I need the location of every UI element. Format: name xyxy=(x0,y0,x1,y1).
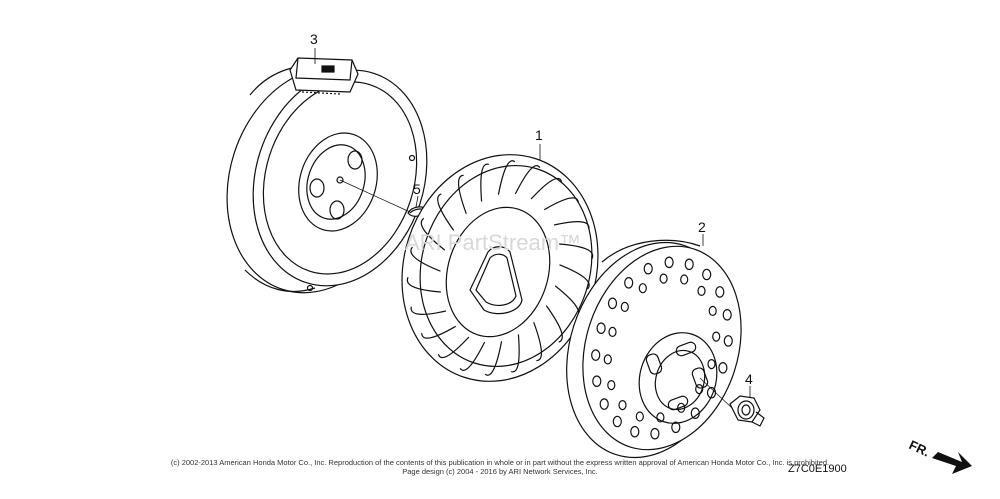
pulley-hole xyxy=(684,258,694,271)
cooling-fan[interactable] xyxy=(373,129,627,407)
fan-blade xyxy=(480,163,489,202)
copyright-notice: (c) 2002-2013 American Honda Motor Co., … xyxy=(170,458,830,467)
fan-blade xyxy=(437,193,455,231)
fan-blade xyxy=(421,325,457,339)
diagram-code: Z7C0E1900 xyxy=(788,463,847,475)
key-alignment-line xyxy=(339,179,411,213)
pulley-hole xyxy=(635,411,644,422)
fan-blade xyxy=(514,165,541,195)
pulley-hole xyxy=(624,276,634,289)
fan-blade xyxy=(559,264,590,290)
callout-1: 1 xyxy=(535,127,543,143)
pulley-hole xyxy=(607,380,616,391)
fan-blade xyxy=(437,336,470,359)
callout-5: 5 xyxy=(413,181,421,197)
pulley-hole xyxy=(718,361,728,374)
page-design-notice: Page design (c) 2004 - 2016 by ARI Netwo… xyxy=(402,467,598,476)
pulley-hole xyxy=(592,375,602,387)
pulley-hole xyxy=(596,322,606,334)
fan-blade xyxy=(406,276,441,293)
fan-blade xyxy=(410,306,447,315)
fan-blade xyxy=(543,197,579,211)
pulley-hole xyxy=(723,335,733,347)
pulley-hole xyxy=(659,273,668,284)
fan-blade xyxy=(530,177,563,200)
pulley-hole xyxy=(638,283,647,294)
pulley-hole xyxy=(620,301,629,312)
fan-blade xyxy=(497,160,516,195)
pulley-hole xyxy=(677,402,686,413)
direction-label: FR. xyxy=(907,437,932,459)
nut[interactable] xyxy=(729,395,765,427)
fan-blade xyxy=(511,334,520,373)
pulley-hole xyxy=(690,407,700,419)
nut-alignment-line xyxy=(699,377,733,409)
pulley-hole xyxy=(603,354,612,365)
fan-blades xyxy=(406,160,594,376)
starter-pulley[interactable] xyxy=(540,221,766,480)
pulley-hole xyxy=(680,274,689,285)
pulley-hole xyxy=(722,308,732,321)
pulley-hole xyxy=(599,398,609,410)
callout-4: 4 xyxy=(745,371,753,387)
fan-blade xyxy=(410,246,441,272)
fan-blade xyxy=(484,341,503,376)
pulley-hole xyxy=(630,425,640,438)
pulley-hole xyxy=(612,415,622,428)
pulley-hole xyxy=(618,400,627,411)
fan-blade xyxy=(553,221,590,230)
pulley-hole xyxy=(695,384,704,395)
pulley-hole xyxy=(664,256,674,269)
fan-blade xyxy=(559,243,594,260)
fan-blade xyxy=(420,217,446,251)
fan-blade xyxy=(545,305,563,343)
pulley-hole xyxy=(608,326,617,337)
pulley-hole xyxy=(707,359,716,370)
leader-line-5 xyxy=(415,195,419,208)
pulley-hole xyxy=(708,305,717,316)
pulley-hole xyxy=(702,268,712,281)
callout-3: 3 xyxy=(310,31,318,47)
pulley-hole xyxy=(591,349,601,361)
flywheel[interactable] xyxy=(199,43,454,316)
pulley-hole xyxy=(712,331,721,342)
pulley-hole xyxy=(715,286,725,298)
fan-blade xyxy=(459,341,486,371)
pulley-hole xyxy=(671,421,681,434)
pulley-holes xyxy=(591,256,733,440)
pulley-hole xyxy=(650,427,660,440)
fan-blade xyxy=(533,321,542,362)
watermark: ARI PartStream™ xyxy=(405,230,581,255)
callout-2: 2 xyxy=(698,219,706,235)
pulley-hole xyxy=(607,297,618,310)
pulley-hole xyxy=(643,262,653,275)
pulley-hole xyxy=(697,285,706,296)
fan-blade xyxy=(458,174,467,215)
pulley-hole xyxy=(656,412,665,423)
